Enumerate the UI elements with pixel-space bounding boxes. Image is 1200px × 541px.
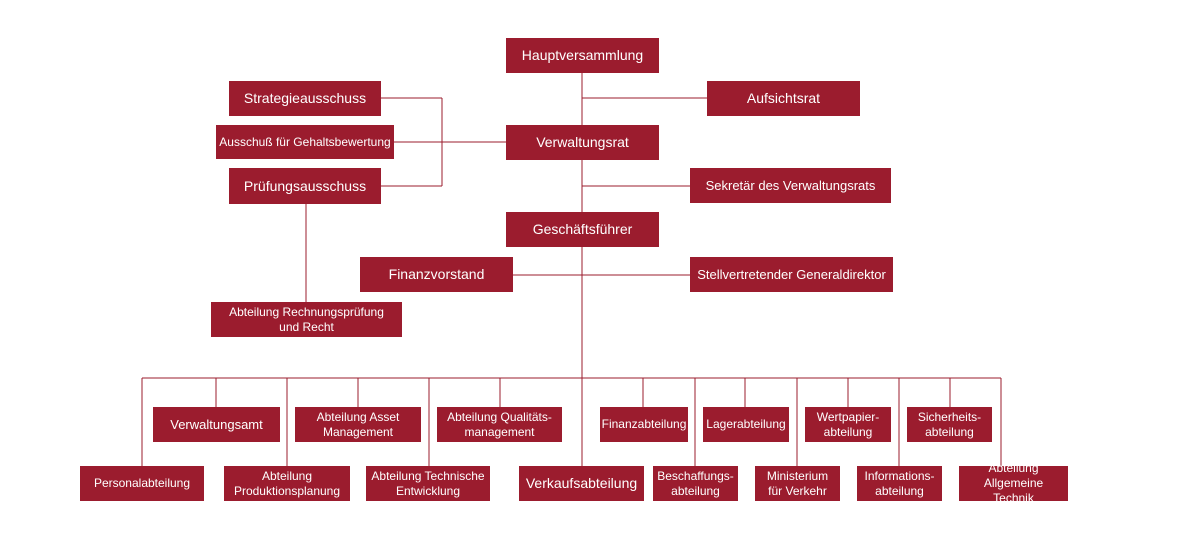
node-hauptversammlung: Hauptversammlung: [506, 38, 659, 73]
node-aufsichtsrat: Aufsichtsrat: [707, 81, 860, 116]
node-lagerabteilung: Lagerabteilung: [703, 407, 789, 442]
node-beschaffungsabteilung: Beschaffungs- abteilung: [653, 466, 738, 501]
node-personalabteilung: Personalabteilung: [80, 466, 204, 501]
node-strategieausschuss: Strategieausschuss: [229, 81, 381, 116]
node-abteilung-produktionsplanung: Abteilung Produktionsplanung: [224, 466, 350, 501]
node-verwaltungsamt: Verwaltungsamt: [153, 407, 280, 442]
node-abteilung-qualitaetsmanagement: Abteilung Qualitäts- management: [437, 407, 562, 442]
node-abteilung-asset-management: Abteilung Asset Management: [295, 407, 421, 442]
node-geschaeftsfuehrer: Geschäftsführer: [506, 212, 659, 247]
node-abteilung-rechnungspruefung: Abteilung Rechnungsprüfung und Recht: [211, 302, 402, 337]
node-sekretaer-verwaltungsrat: Sekretär des Verwaltungsrats: [690, 168, 891, 203]
node-verwaltungsrat: Verwaltungsrat: [506, 125, 659, 160]
node-informationsabteilung: Informations- abteilung: [857, 466, 942, 501]
node-finanzvorstand: Finanzvorstand: [360, 257, 513, 292]
node-verkaufsabteilung: Verkaufsabteilung: [519, 466, 644, 501]
node-ausschuss-gehaltsbewertung: Ausschuß für Gehaltsbewertung: [216, 125, 394, 159]
node-sicherheitsabteilung: Sicherheits- abteilung: [907, 407, 992, 442]
node-ministerium-fuer-verkehr: Ministerium für Verkehr: [755, 466, 840, 501]
node-wertpapierabteilung: Wertpapier- abteilung: [805, 407, 891, 442]
node-abteilung-allgemeine-technik: Abteilung Allgemeine Technik: [959, 461, 1068, 505]
node-finanzabteilung: Finanzabteilung: [600, 407, 688, 442]
node-pruefungsausschuss: Prüfungsausschuss: [229, 168, 381, 204]
node-stellvertretender-generaldirektor: Stellvertretender Generaldirektor: [690, 257, 893, 292]
node-abteilung-technische-entwicklung: Abteilung Technische Entwicklung: [366, 466, 490, 501]
